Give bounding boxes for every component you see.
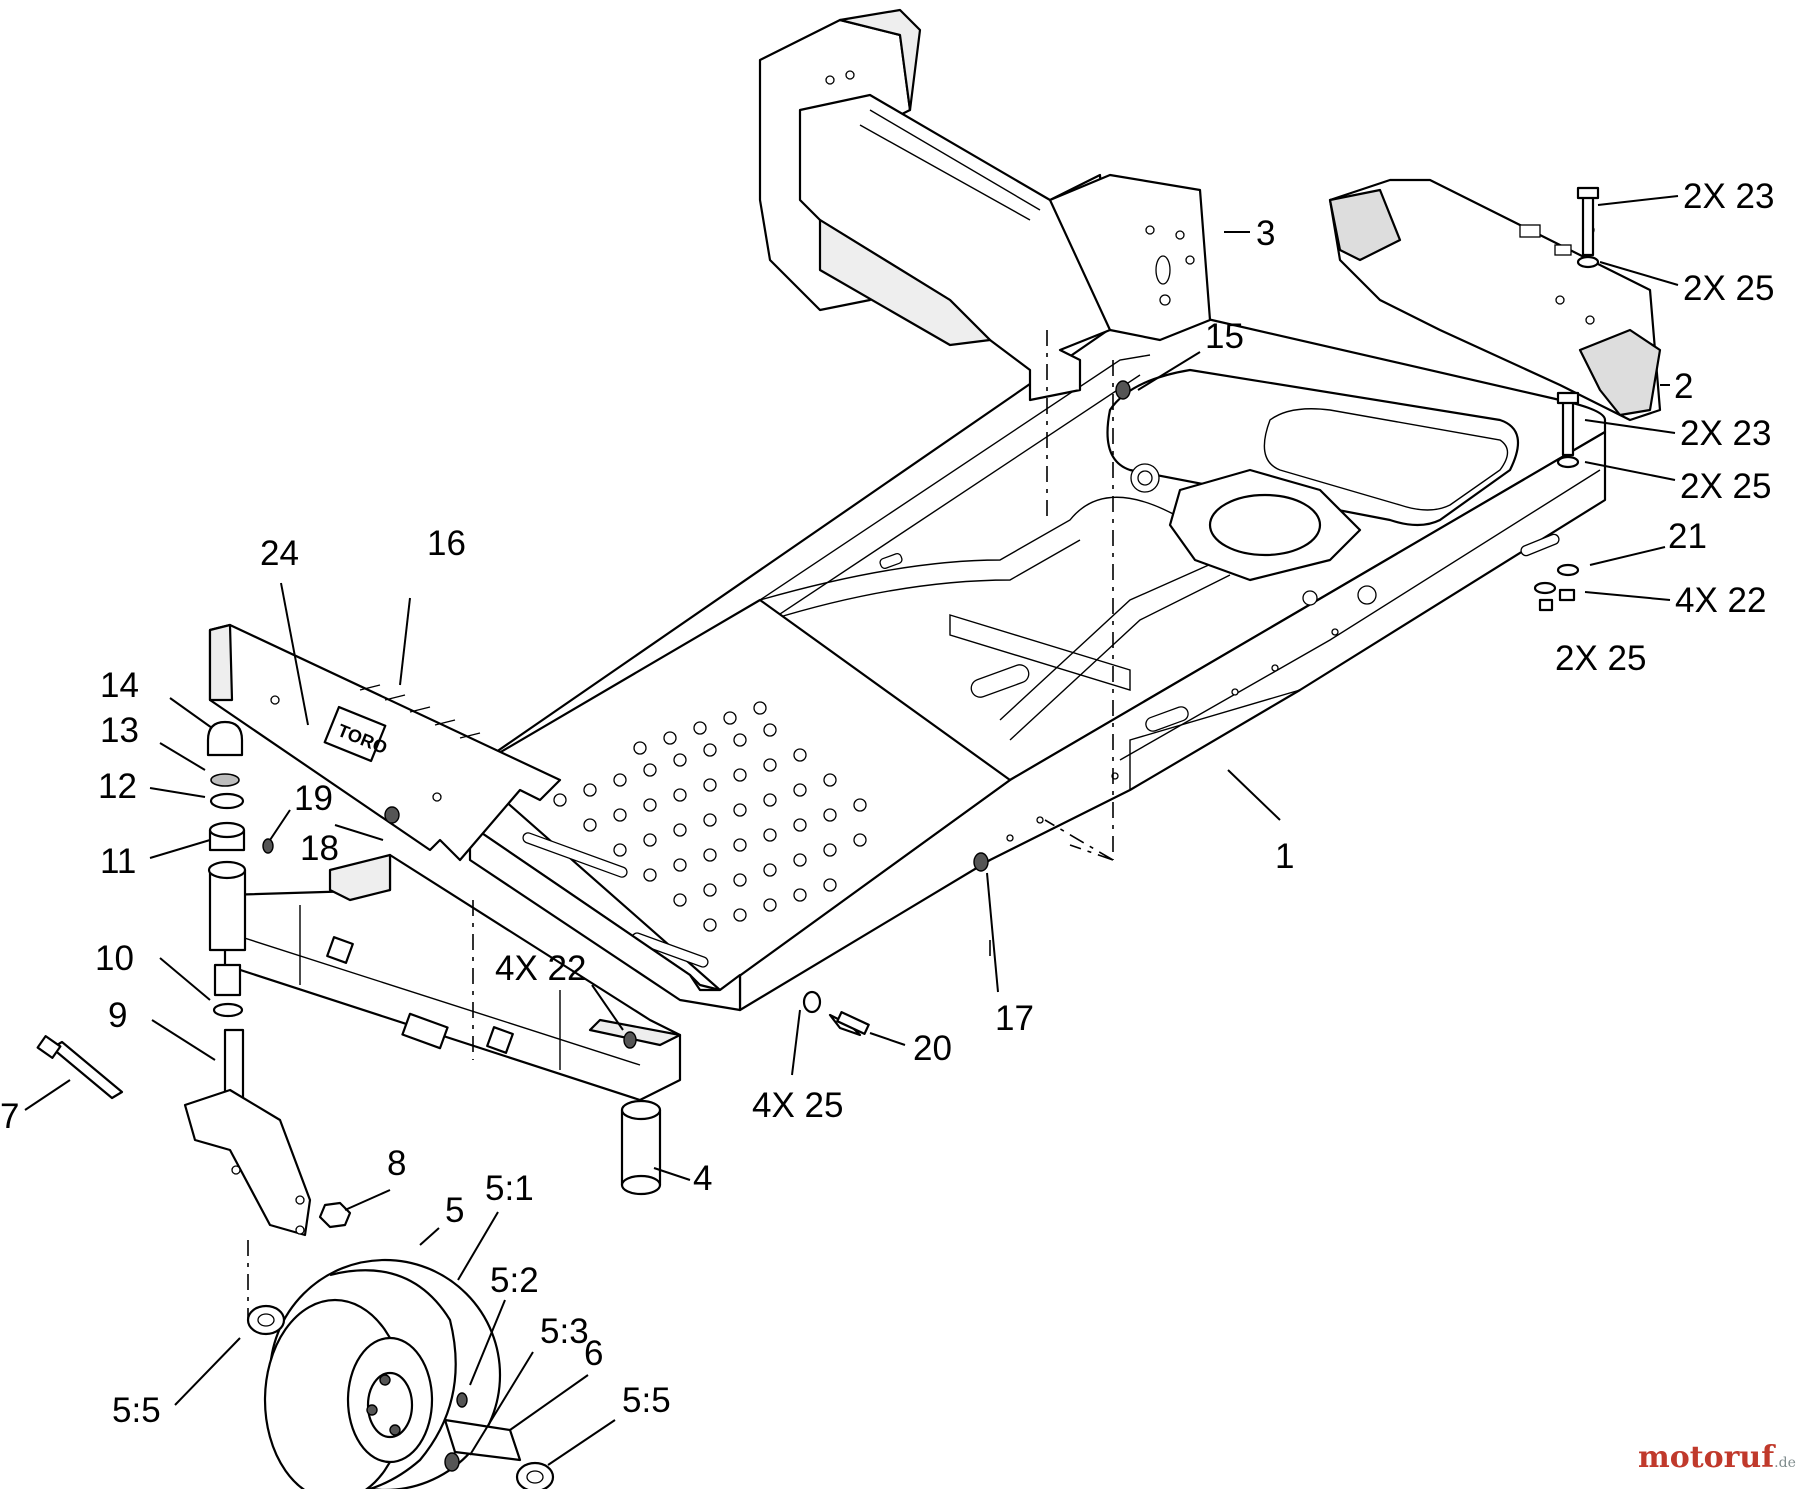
callout-5-1: 5:1 (485, 1169, 534, 1208)
watermark-main: motoruf (1638, 1440, 1775, 1475)
callout-19: 19 (294, 779, 333, 818)
caster-hardware (206, 720, 274, 1018)
callout-8: 8 (387, 1144, 406, 1183)
callout-4: 4 (693, 1159, 712, 1198)
callout-17: 17 (995, 999, 1034, 1038)
callout-5-2: 5:2 (490, 1261, 539, 1300)
callout-1: 1 (1275, 837, 1294, 876)
bolt-7 (36, 1035, 124, 1100)
watermark-suffix: .de (1774, 1455, 1796, 1471)
callout-5: 5 (445, 1191, 464, 1230)
callout-10: 10 (95, 939, 134, 978)
callout-4x22-left: 4X 22 (495, 949, 586, 988)
callout-2x25-bottom: 2X 25 (1555, 639, 1646, 678)
main-frame (468, 306, 1607, 1012)
callout-2: 2 (1674, 367, 1693, 406)
callout-labels: 3 15 2 2X 23 2X 25 2X 23 2X 25 21 4X 22 … (0, 177, 1774, 1430)
rear-plate-2 (1328, 178, 1662, 422)
callout-14: 14 (100, 666, 139, 705)
callout-3: 3 (1256, 214, 1275, 253)
callout-16: 16 (427, 524, 466, 563)
callout-20: 20 (913, 1029, 952, 1068)
caster-fork-9 (183, 1028, 312, 1237)
leader-lines (24, 195, 1679, 1466)
callout-21: 21 (1668, 517, 1707, 556)
hardware-rear (1533, 186, 1600, 612)
callout-4x22-right: 4X 22 (1675, 581, 1766, 620)
callout-2x25-mid: 2X 25 (1680, 467, 1771, 506)
callout-2x23-mid: 2X 23 (1680, 414, 1771, 453)
callout-18: 18 (300, 829, 339, 868)
watermark: motoruf.de (1638, 1440, 1796, 1475)
callout-13: 13 (100, 711, 139, 750)
callout-7: 7 (0, 1097, 19, 1136)
callout-11: 11 (100, 842, 136, 881)
callout-4x25: 4X 25 (752, 1086, 843, 1125)
callout-9: 9 (108, 996, 127, 1035)
callout-5-5-right: 5:5 (622, 1381, 671, 1420)
nut-8 (318, 1201, 352, 1229)
misc-hardware (384, 380, 1131, 1049)
callout-5-5-left: 5:5 (112, 1391, 161, 1430)
alignment-lines (247, 330, 1114, 1320)
callout-2x25-top: 2X 25 (1683, 269, 1774, 308)
callout-15: 15 (1205, 317, 1244, 356)
callout-2x23-top: 2X 23 (1683, 177, 1774, 216)
floor-holes (553, 701, 867, 932)
front-bracket-16: TORO (208, 623, 562, 862)
wheel-5 (246, 1258, 502, 1489)
bracket-assembly-3 (758, 8, 1212, 402)
callout-5-3: 5:3 (540, 1312, 589, 1351)
callout-6: 6 (584, 1334, 603, 1373)
callout-24: 24 (260, 534, 299, 573)
front-axle-4 (207, 853, 682, 1196)
callout-12: 12 (98, 767, 137, 806)
